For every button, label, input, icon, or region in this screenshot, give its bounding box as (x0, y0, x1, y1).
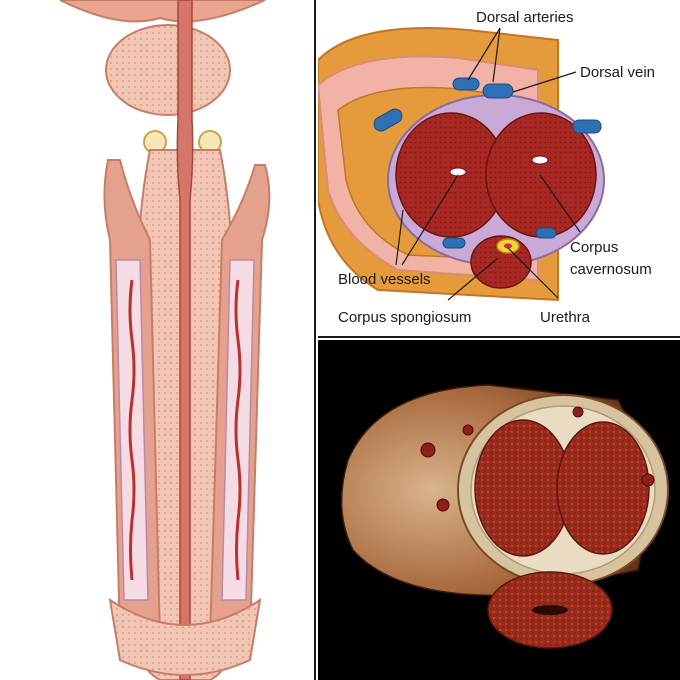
cross-section-render (340, 384, 669, 649)
leader-dorsal-vein (512, 71, 577, 93)
dorsal-artery-left (452, 77, 480, 91)
lateral-vessel-left (373, 108, 403, 132)
urethra-lumen (504, 243, 512, 249)
leader-blood-vessels-a (395, 209, 404, 266)
corpus-cavernosum-left-inner (115, 259, 149, 601)
deep-artery-left (128, 279, 136, 581)
bladder-base (59, 0, 266, 23)
render-vessel-5 (572, 406, 584, 418)
glans (108, 597, 262, 676)
ventral-vessel-left (442, 237, 466, 249)
cross-section-diagram-panel: Dorsal arteries Dorsal vein Corpus caver… (318, 0, 680, 338)
urethra-channel (176, 0, 194, 680)
render-vessel-3 (462, 424, 474, 436)
leader-blood-vessels-b (401, 174, 459, 266)
label-corpus-spongiosum: Corpus spongiosum (338, 309, 471, 326)
label-dorsal-arteries: Dorsal arteries (476, 9, 574, 26)
longitudinal-section-illustration (59, 0, 271, 680)
label-dorsal-vein: Dorsal vein (580, 64, 655, 81)
lateral-vessel-right (572, 119, 602, 134)
leader-urethra (507, 247, 559, 299)
leader-dorsal-arteries-a (467, 27, 501, 81)
label-blood-vessels: Blood vessels (338, 271, 431, 288)
deep-artery-left-xs (449, 167, 467, 177)
dorsal-vein-vessel (482, 83, 514, 99)
deep-artery-right-xs (531, 155, 549, 165)
deep-artery-right (234, 279, 242, 581)
ventral-vessel-right (535, 227, 557, 239)
cross-section-diagram: Dorsal arteries Dorsal vein Corpus caver… (318, 9, 655, 326)
render-corpus-cavernosum-right (556, 421, 650, 555)
longitudinal-section-panel (0, 0, 316, 680)
leader-corpus-cavernosum (539, 174, 581, 233)
render-vessel-1 (420, 442, 436, 458)
prostate (105, 24, 231, 116)
render-vessel-2 (436, 498, 450, 512)
render-vessel-4 (641, 473, 655, 487)
corpus-cavernosum-right-inner (221, 259, 255, 601)
leader-corpus-spongiosum (447, 257, 499, 301)
render-urethra (532, 605, 568, 615)
label-urethra: Urethra (540, 309, 591, 326)
cross-section-render-panel (318, 340, 680, 680)
leader-dorsal-arteries-b (492, 27, 501, 83)
label-corpus-cavernosum-line1: Corpus (570, 239, 618, 256)
label-corpus-cavernosum-line2: cavernosum (570, 261, 652, 278)
